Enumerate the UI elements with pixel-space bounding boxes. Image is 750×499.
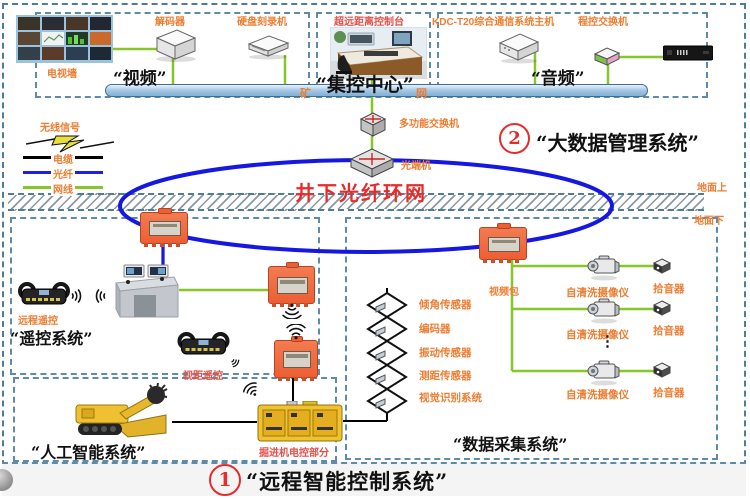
below-ground-label: 地面下 xyxy=(694,216,724,227)
remote-system-label: “遥控系统” xyxy=(10,329,93,348)
sensor-label-vision: 视觉识别系统 xyxy=(419,392,482,404)
machine-electric-box xyxy=(257,401,343,442)
video-zone-label: “视频” xyxy=(113,69,167,89)
optical-terminal-label: 光端机 xyxy=(401,161,431,172)
optical-terminal-device xyxy=(349,148,395,178)
pbx-device xyxy=(593,47,621,66)
recorder-label: 硬盘刻录机 xyxy=(237,17,287,28)
hdd-recorder-device xyxy=(247,35,290,60)
camera-label-1: 自清洗摄像仪 xyxy=(566,287,629,299)
fiber-ring-label: 井下光纤环网 xyxy=(295,181,427,205)
los-remote-label: 视距遥控 xyxy=(183,371,223,382)
control-console-photo xyxy=(330,27,427,79)
decorative-sphere xyxy=(0,469,13,491)
main-system-label: “远程智能控制系统” xyxy=(246,469,449,494)
audio-zone-label: “音频” xyxy=(531,69,585,89)
junction-box-4 xyxy=(479,223,527,263)
remote-controller-2 xyxy=(177,332,230,355)
multi-switch-device xyxy=(359,112,387,137)
sound-wave-right-icon xyxy=(71,289,82,303)
decoder-device xyxy=(155,29,197,62)
legend-netcable-label: 网线 xyxy=(51,185,75,196)
junction-box-handle xyxy=(158,208,172,214)
sensor-label-tilt: 倾角传感器 xyxy=(419,299,472,311)
mic-label-3: 拾音器 xyxy=(653,387,685,399)
wifi-small-icon xyxy=(231,359,240,368)
bottom-strip xyxy=(2,462,746,496)
comm-host-device xyxy=(498,33,540,64)
mic-label-2: 拾音器 xyxy=(653,325,685,337)
sensor-label-encoder: 编码器 xyxy=(419,323,451,335)
mic-pickup-icon xyxy=(653,258,671,274)
machine-ctrl-label: 掘进机电控部分 xyxy=(259,448,329,459)
legend-cable-label: 电缆 xyxy=(51,155,75,166)
operator-station xyxy=(115,264,179,318)
camera-icon xyxy=(587,255,620,281)
camera-label-2: 自清洗摄像仪 xyxy=(566,329,629,341)
mic-pickup-icon xyxy=(653,362,671,378)
ai-system-label: “人工智能系统” xyxy=(31,443,146,462)
wireless-signal-label: 无线信号 xyxy=(40,123,80,134)
junction-box-teeth xyxy=(143,243,185,247)
roadheader-machine xyxy=(75,383,168,438)
lightning-bolt-icon xyxy=(26,135,114,153)
comm-host-label: KDC-T20综合通信系统主机 xyxy=(432,17,555,28)
sound-wave-left-icon xyxy=(95,289,106,303)
wifi-down-icon xyxy=(282,303,302,319)
bus-char-right: 网 xyxy=(416,88,427,100)
console-label: 超远距离控制台 xyxy=(334,17,404,28)
camera-icon xyxy=(587,360,620,386)
pbx-label: 程控交换机 xyxy=(578,17,628,28)
main-number-badge: 1 xyxy=(209,464,241,496)
junction-box-3 xyxy=(274,336,318,381)
junction-box-2 xyxy=(268,262,315,307)
ground-divider xyxy=(8,193,704,211)
tv-wall-image xyxy=(16,15,113,63)
video-pack-label: 视频包 xyxy=(489,287,519,298)
sensor-label-ranging: 测距传感器 xyxy=(419,370,472,382)
control-center-label: “集控中心” xyxy=(316,74,414,96)
big-data-system-label: “大数据管理系统” xyxy=(536,131,700,155)
above-ground-label: 地面上 xyxy=(697,183,727,194)
sensor-label-vibration: 振动传感器 xyxy=(419,347,472,359)
daq-system-box xyxy=(345,217,718,460)
control-center-zone-box xyxy=(316,12,431,98)
multi-switch-label: 多功能交换机 xyxy=(399,119,459,130)
camera-ellipsis: ⋮ xyxy=(600,333,615,350)
junction-box-1 xyxy=(140,208,188,247)
daq-system-label: “数据采集系统” xyxy=(453,435,568,454)
legend-fiber-label: 光纤 xyxy=(51,170,75,181)
wifi-tilted-icon xyxy=(242,382,257,396)
decoder-label: 解码器 xyxy=(155,17,185,28)
camera-label-3: 自清洗摄像仪 xyxy=(566,389,629,401)
network-cable-lines xyxy=(113,47,663,373)
mic-pickup-icon xyxy=(653,300,671,316)
junction-box-screen xyxy=(149,221,181,236)
sensor-node-icon xyxy=(366,315,408,343)
bus-char-left: 矿 xyxy=(300,88,311,100)
remote-controller-1 xyxy=(18,282,70,305)
wifi-up-icon xyxy=(286,324,306,340)
sensor-node-icon xyxy=(366,387,408,415)
remote-control-label: 远程遥控 xyxy=(18,316,58,327)
rack-switch-device xyxy=(663,45,713,61)
ethernet-bus xyxy=(105,84,648,97)
big-data-number-badge: 2 xyxy=(499,123,530,154)
tv-wall-label: 电视墙 xyxy=(47,69,77,80)
camera-icon xyxy=(587,298,620,324)
mic-label-1: 拾音器 xyxy=(653,283,685,295)
